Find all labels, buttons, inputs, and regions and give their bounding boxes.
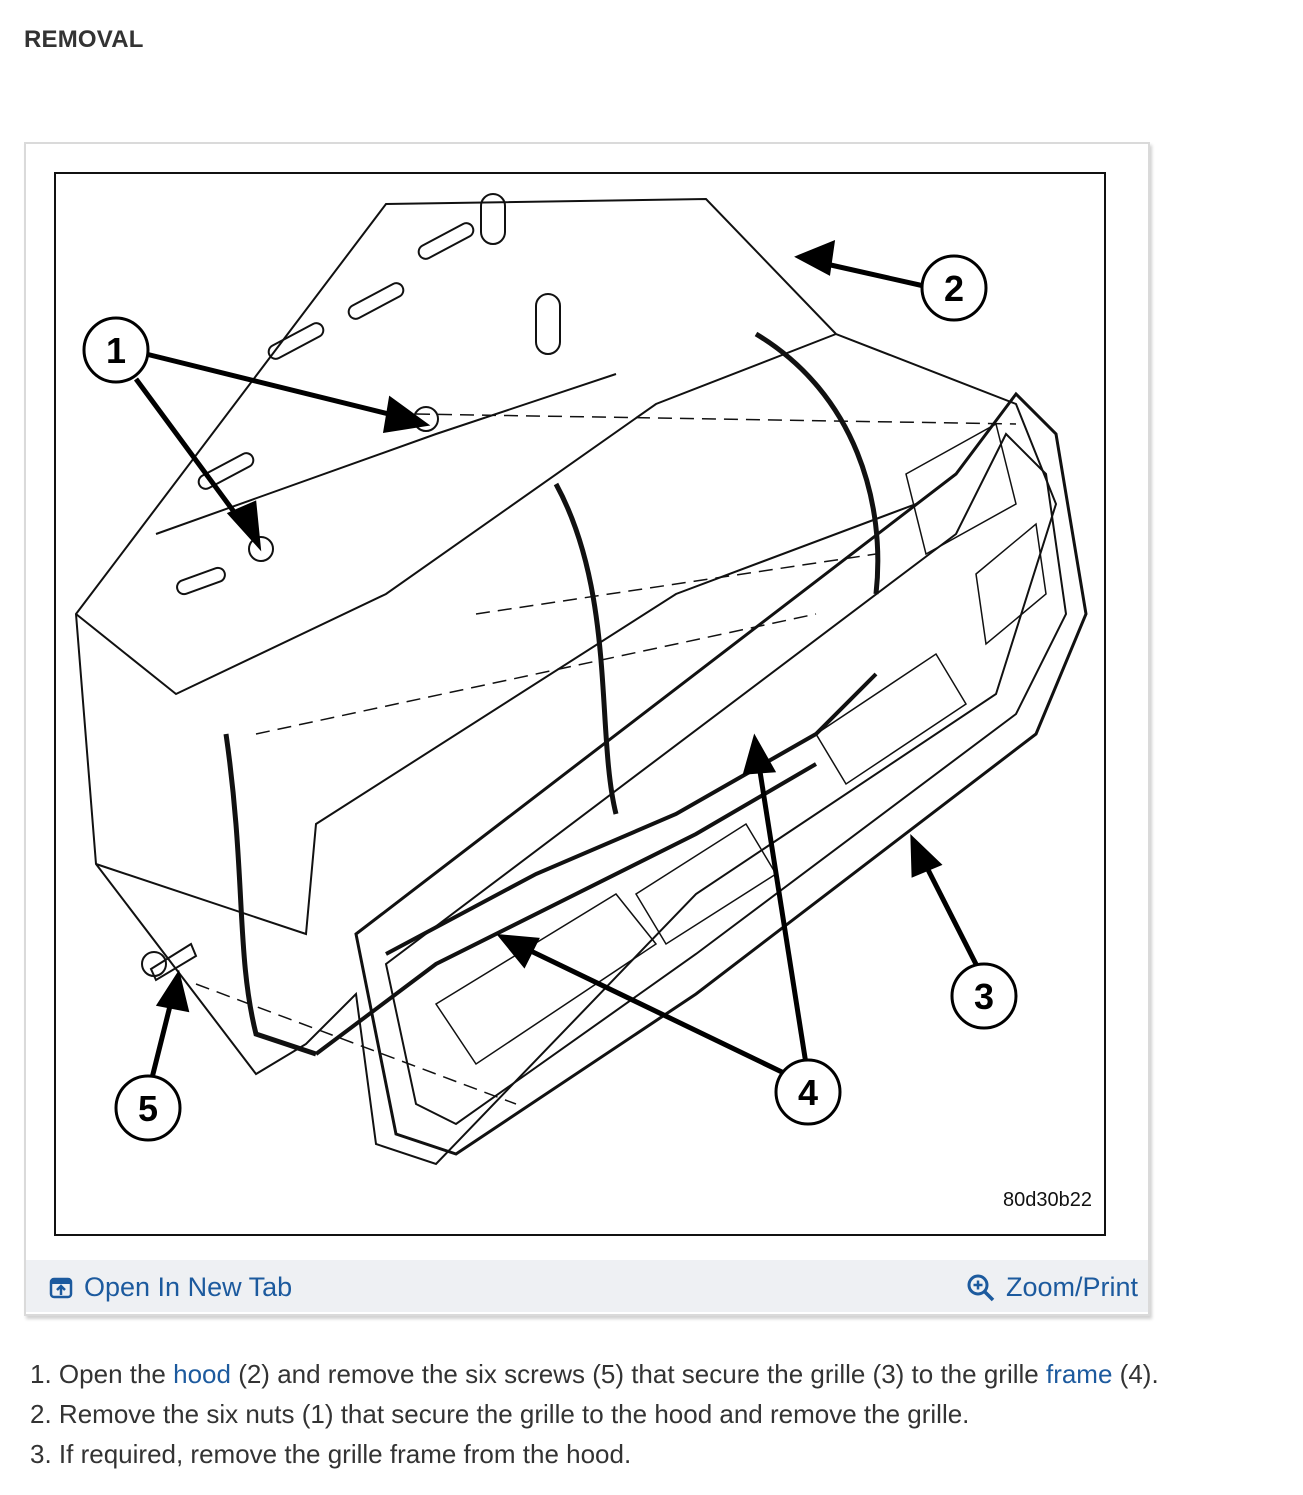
step-item: 2. Remove the six nuts (1) that secure t… [30, 1394, 1159, 1434]
svg-text:5: 5 [138, 1088, 158, 1129]
zoom-print-label: Zoom/Print [1005, 1272, 1138, 1302]
svg-text:2: 2 [944, 268, 964, 309]
removal-steps-list: 1. Open the hood (2) and remove the six … [30, 1354, 1159, 1474]
grille-removal-diagram: 1 2 3 4 5 80d30b22 [54, 172, 1106, 1236]
figure-card: 1 2 3 4 5 80d30b22 [24, 142, 1150, 1316]
step-number: 3. [30, 1439, 52, 1469]
diagram-drawing: 1 2 3 4 5 [74, 193, 1088, 1166]
svg-text:1: 1 [106, 330, 126, 371]
callout-3: 3 [950, 962, 1018, 1030]
step-text: (4). [1112, 1359, 1159, 1389]
figure-id: 80d30b22 [1003, 1189, 1092, 1211]
step-text: Open the [58, 1359, 174, 1389]
figure-toolbar: Open In New Tab Zoom/Print [26, 1260, 1148, 1312]
step-number: 1. [30, 1359, 52, 1389]
magnifier-plus-icon [967, 1274, 995, 1301]
hood-link[interactable]: hood [173, 1359, 231, 1389]
step-text: If required, remove the grille frame fro… [58, 1439, 632, 1469]
open-new-tab-link[interactable]: Open In New Tab [48, 1272, 292, 1303]
zoom-print-link[interactable]: Zoom/Print [966, 1272, 1138, 1303]
open-new-tab-icon [49, 1277, 73, 1298]
step-item: 1. Open the hood (2) and remove the six … [30, 1354, 1159, 1394]
svg-text:4: 4 [798, 1072, 818, 1113]
step-item: 3. If required, remove the grille frame … [30, 1434, 1159, 1474]
svg-text:3: 3 [974, 976, 994, 1017]
callout-2: 2 [920, 254, 988, 322]
section-heading: REMOVAL [24, 26, 144, 53]
callout-1: 1 [82, 316, 150, 384]
step-text: Remove the six nuts (1) that secure the … [58, 1399, 970, 1429]
callout-4: 4 [774, 1058, 842, 1126]
step-text: (2) and remove the six screws (5) that s… [230, 1359, 1046, 1389]
frame-link[interactable]: frame [1045, 1359, 1113, 1389]
step-number: 2. [30, 1399, 52, 1429]
callout-5: 5 [114, 1074, 182, 1142]
open-new-tab-label: Open In New Tab [84, 1272, 293, 1302]
